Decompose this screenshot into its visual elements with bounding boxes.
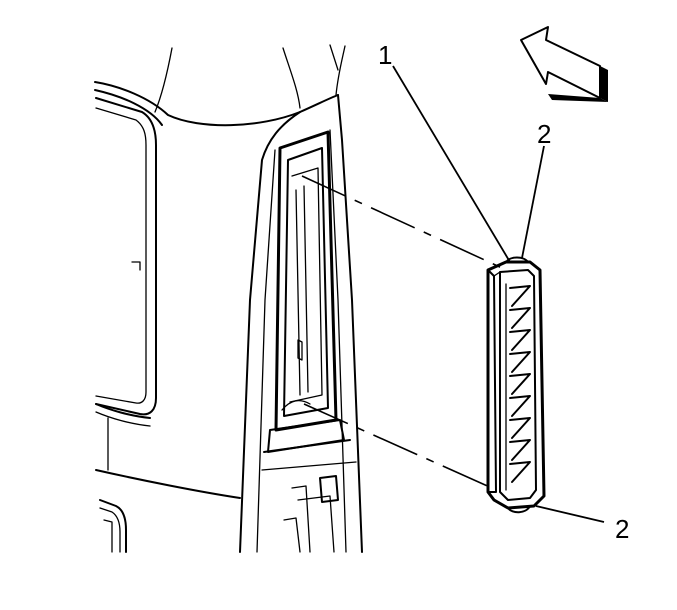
pillar (239, 94, 363, 553)
callout-2-top: 2 (537, 119, 551, 149)
vent-assembly (486, 256, 546, 514)
leader-line-2-top (521, 145, 545, 259)
leader-line-1 (392, 65, 511, 263)
leader-line-2-bottom (535, 505, 605, 523)
forward-arrow-icon (520, 26, 608, 102)
callout-2-bottom: 2 (615, 514, 629, 544)
callout-1: 1 (378, 40, 392, 70)
body-panel (94, 44, 346, 553)
alignment-line-bottom (303, 403, 493, 489)
alignment-line-top (301, 175, 503, 269)
vent-louvers (505, 283, 531, 491)
